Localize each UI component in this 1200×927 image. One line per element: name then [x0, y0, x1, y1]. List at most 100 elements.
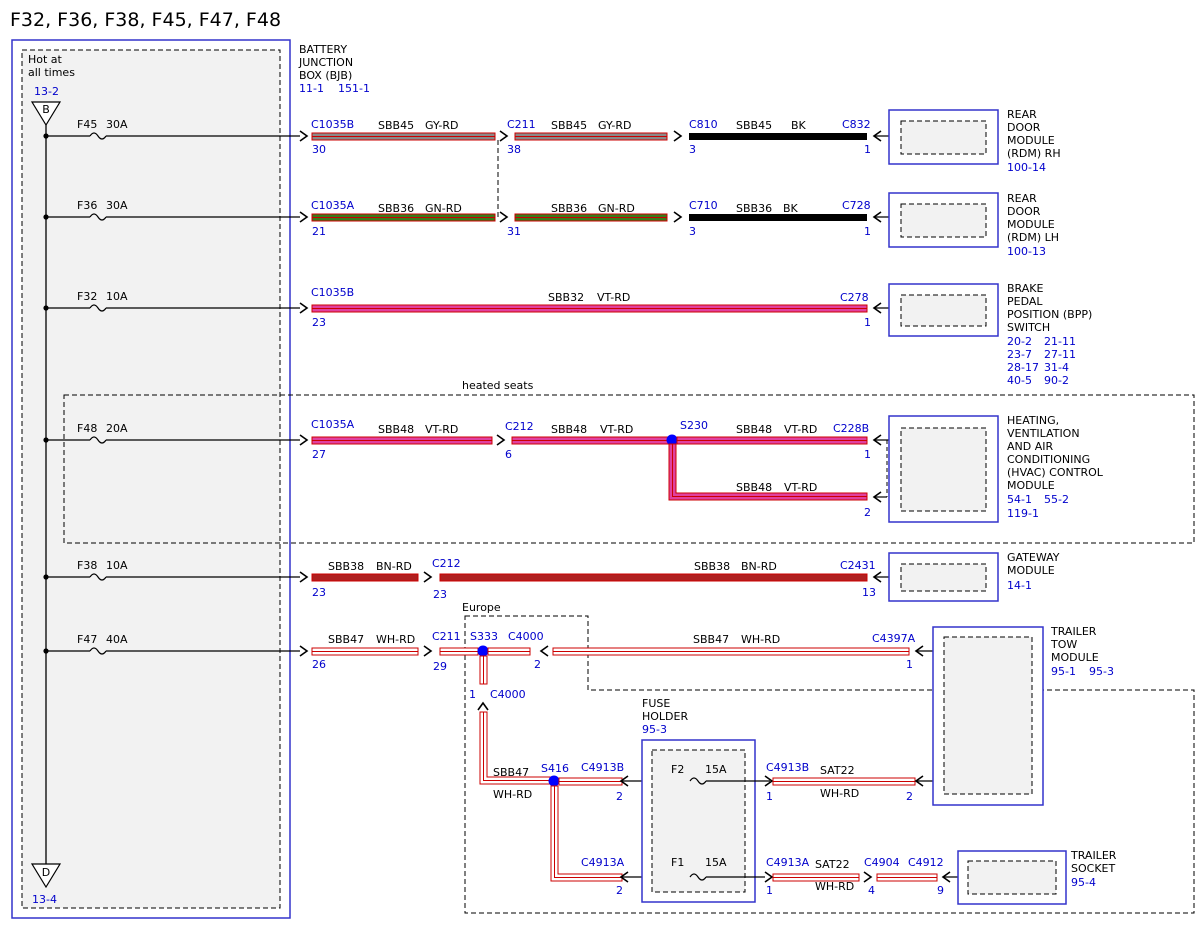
pin-label: 23: [312, 586, 326, 599]
fuse-f1-rating: 15A: [705, 856, 727, 869]
pin-label: 29: [433, 660, 447, 673]
pin-label: 3: [689, 143, 696, 156]
c4912-label: C4912: [908, 856, 944, 869]
wire-color-label: WH-RD: [376, 633, 415, 646]
c4913a-out-label: C4913A: [766, 856, 810, 869]
module-text: MODULE: [1007, 564, 1055, 577]
c4904-pin: 4: [868, 884, 875, 897]
circuit-label: SBB48: [736, 423, 772, 436]
module-text: BRAKE: [1007, 282, 1043, 295]
module-text: GATEWAY: [1007, 551, 1060, 564]
module-text: MODULE: [1051, 651, 1099, 664]
fuse-icon: [89, 436, 107, 444]
hot-label-line-1: Hot at: [28, 53, 63, 66]
heated-seats-region: [63, 394, 1195, 544]
wire-color-label: WH-RD: [741, 633, 780, 646]
arrow-icon: [764, 871, 774, 883]
arrow-icon: [499, 211, 509, 223]
connector-label: C212: [432, 557, 461, 570]
module-trailer-socket: TRAILER SOCKET 95-4: [957, 849, 1117, 905]
wire-color-label: VT-RD: [784, 423, 817, 436]
fuse-rating: 30A: [106, 118, 128, 131]
module-hvac: HEATING, VENTILATION AND AIR CONDITIONIN…: [888, 414, 1104, 523]
module-ref: 95-1: [1051, 665, 1076, 678]
module-text: POSITION (BPP): [1007, 308, 1092, 321]
module-text: (RDM) RH: [1007, 147, 1061, 160]
splice-s416: [548, 775, 560, 787]
bjb-header-line-2: JUNCTION: [298, 56, 353, 69]
arrow-icon: [539, 645, 549, 657]
end-connector-label: C728: [842, 199, 871, 212]
c4913a-out-pin: 1: [766, 884, 773, 897]
diagram-title: F32, F36, F38, F45, F47, F48: [10, 9, 281, 31]
pin-label: 23: [312, 316, 326, 329]
end-pin-label: 1: [906, 658, 913, 671]
module-rdm-lh: REAR DOOR MODULE (RDM) LH 100-13: [888, 192, 1059, 258]
europe-region: [464, 615, 1195, 914]
circuit-label: SBB48: [551, 423, 587, 436]
vertical-color-label: WH-RD: [493, 788, 532, 801]
fuse-icon: [89, 304, 107, 312]
circuit-label: SBB36: [736, 202, 772, 215]
module-gateway: GATEWAY MODULE 14-1: [888, 551, 1060, 602]
module-trailer-tow: TRAILER TOW MODULE 95-1 95-3: [932, 625, 1114, 806]
bus-b-label: B: [42, 103, 50, 116]
fuse-name: F48: [77, 422, 97, 435]
wire-color-label: GY-RD: [598, 119, 631, 132]
c4913a-in-pin: 2: [616, 884, 623, 897]
arrow-icon: [299, 645, 309, 657]
module-ref: 40-5: [1007, 374, 1032, 387]
fuse-icon: [689, 873, 707, 881]
fuse-f2-rating: 15A: [705, 763, 727, 776]
upper-color-label: WH-RD: [820, 787, 859, 800]
arrow-icon: [673, 211, 683, 223]
module-ref: 119-1: [1007, 507, 1039, 520]
fuse-holder-line-1: FUSE: [642, 697, 670, 710]
row-f47: F47 40A 26 SBB47 WH-RD C211 29 S333 C400…: [43, 630, 944, 673]
arrow-icon: [496, 434, 506, 446]
module-text: REAR: [1007, 192, 1037, 205]
branch-color-label: VT-RD: [784, 481, 817, 494]
row-f38: F38 10A 23 SBB38 BN-RD C212 23 SBB38 BN-…: [43, 557, 901, 601]
circuit-label: SBB36: [378, 202, 414, 215]
bjb-header-line-3: BOX (BJB): [299, 69, 352, 82]
connector-label: C710: [689, 199, 718, 212]
fuse-rating: 10A: [106, 290, 128, 303]
module-ref: 21-11: [1044, 335, 1076, 348]
lower-color-label: WH-RD: [815, 880, 854, 893]
bjb-ref-2: 151-1: [338, 82, 370, 95]
module-ref: 23-7: [1007, 348, 1032, 361]
module-text: DOOR: [1007, 121, 1041, 134]
row-f45: F45 30A C1035B 30 SBB45 GY-RD C211 38 SB…: [43, 118, 901, 156]
module-text: CONDITIONING: [1007, 453, 1090, 466]
module-text: DOOR: [1007, 205, 1041, 218]
wire-color-label: VT-RD: [600, 423, 633, 436]
fuse-rating: 40A: [106, 633, 128, 646]
connector-label: C211: [507, 118, 536, 131]
hot-label-line-2: all times: [28, 66, 75, 79]
bus-d-icon: D: [30, 863, 62, 889]
connector-label: C1035A: [311, 418, 355, 431]
module-ref: 27-11: [1044, 348, 1076, 361]
c4913b-out-pin: 1: [766, 790, 773, 803]
c4913b-in-label: C4913B: [581, 761, 624, 774]
arrow-icon: [863, 871, 873, 883]
circuit-label: SBB47: [328, 633, 364, 646]
connector-label: C211: [432, 630, 461, 643]
arrow-icon: [299, 571, 309, 583]
c4904-label: C4904: [864, 856, 900, 869]
branch-circuit-label: SBB48: [736, 481, 772, 494]
module-ref: 14-1: [1007, 579, 1032, 592]
fuse-rating: 20A: [106, 422, 128, 435]
end-pin-label: 1: [864, 143, 871, 156]
module-ref: 100-13: [1007, 245, 1046, 258]
end-connector-label: C278: [840, 291, 869, 304]
fuse-f1-name: F1: [671, 856, 684, 869]
module-text: SOCKET: [1071, 862, 1115, 875]
top-ref: 13-2: [34, 85, 59, 98]
connector-label: C810: [689, 118, 718, 131]
bottom-ref: 13-4: [32, 893, 57, 906]
connector-label: C212: [505, 420, 534, 433]
module-text: TRAILER: [1070, 849, 1117, 862]
splice-label: S333: [470, 630, 498, 643]
